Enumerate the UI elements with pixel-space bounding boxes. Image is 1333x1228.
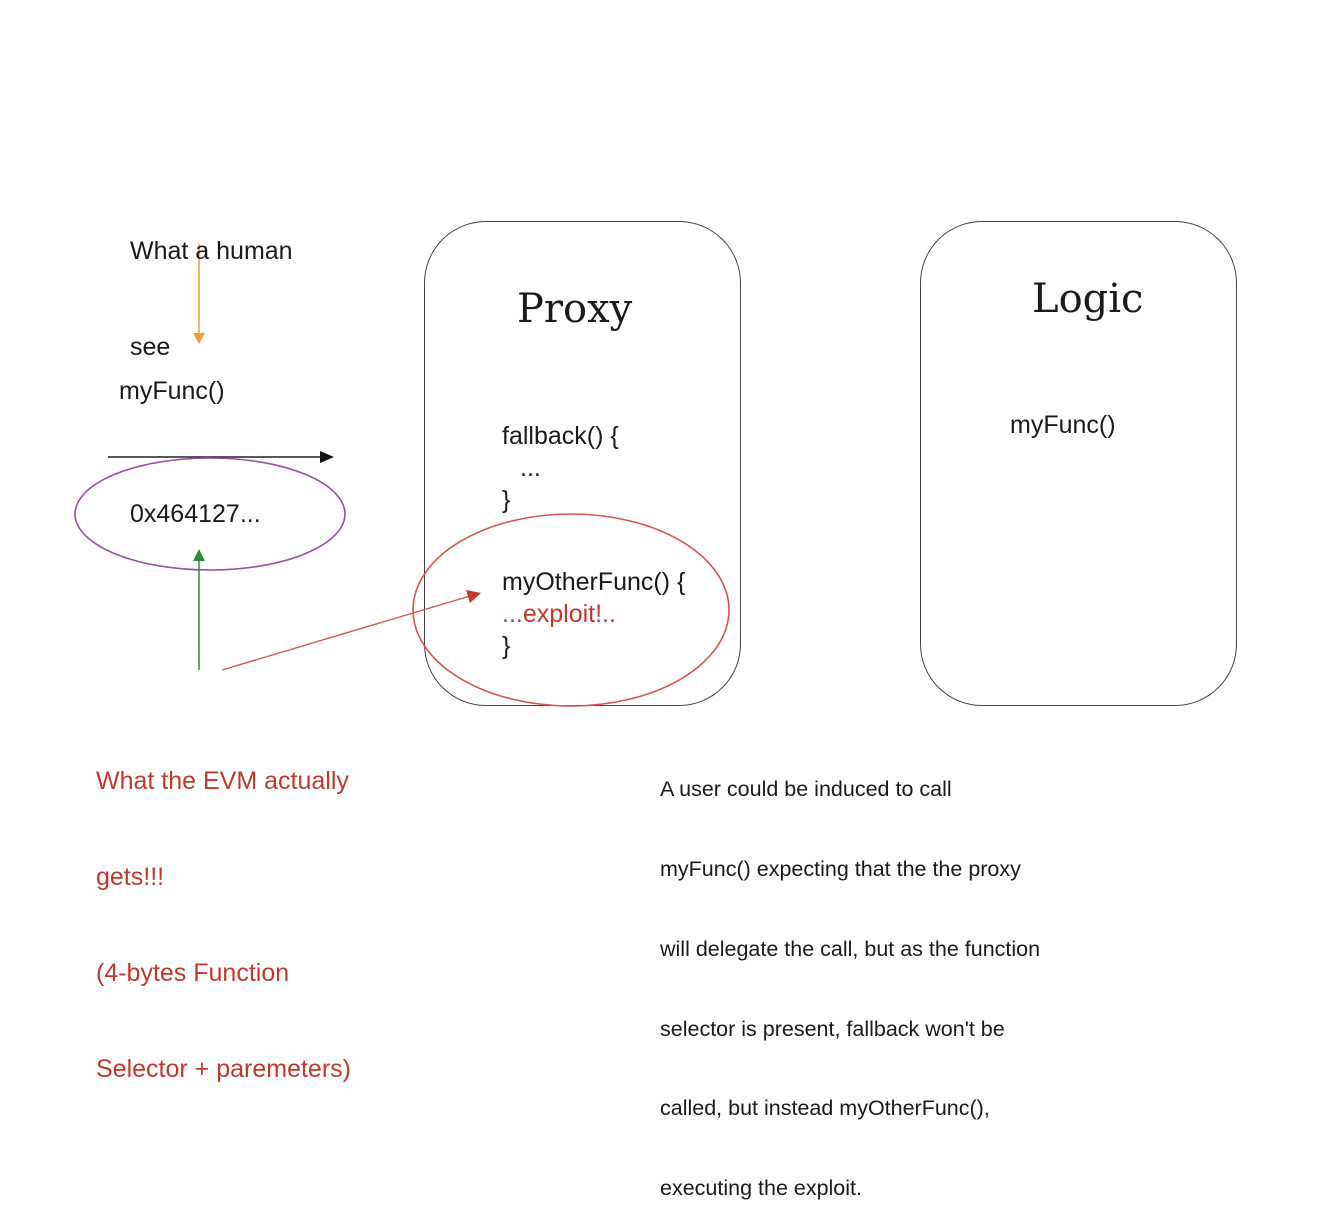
exploit-ellipse [412, 513, 730, 707]
note-line1: A user could be induced to call [660, 777, 952, 802]
selector-label: 0x464127... [130, 500, 261, 528]
logic-function: myFunc() [1010, 411, 1116, 439]
note-line4: selector is present, fallback won't be [660, 1016, 1005, 1041]
other-func-open: myOtherFunc() { [502, 568, 686, 596]
human-view-arrowhead [193, 333, 205, 344]
diagram-shapes [74, 244, 730, 707]
evm-label-line3: (4-bytes Function [96, 959, 290, 987]
exploit-arrow [221, 595, 471, 671]
fallback-close: } [502, 486, 511, 514]
note-line2: myFunc() expecting that the the proxy [660, 856, 1021, 881]
proxy-title: Proxy [517, 286, 633, 332]
other-func-close: } [502, 632, 511, 660]
note-line3: will delegate the call, but as the funct… [660, 936, 1041, 961]
function-call-label: myFunc() [119, 377, 225, 405]
human-label-line2: see [130, 333, 171, 361]
fallback-open: fallback() { [502, 422, 619, 450]
slide: { "left": { "human_label_line1": "What a… [74, 171, 1237, 1201]
logic-box [920, 221, 1237, 706]
evm-label-line2: gets!!! [96, 863, 165, 891]
exploit-arrowhead [466, 590, 481, 603]
other-func-body: ...exploit!.. [502, 600, 616, 628]
evm-arrowhead [193, 549, 205, 561]
explanation-note: A user could be induced to call myFunc()… [660, 723, 1040, 1228]
selector-ellipse [74, 457, 346, 571]
logic-title: Logic [1032, 276, 1144, 322]
note-line5: called, but instead myOtherFunc(), [660, 1096, 990, 1121]
evm-label-line1: What the EVM actually [96, 767, 349, 795]
note-line6: executing the exploit. [660, 1176, 862, 1201]
evm-label-line4: Selector + paremeters) [96, 1055, 351, 1083]
human-label: What a human see [130, 171, 293, 395]
call-arrowhead [320, 451, 334, 463]
human-label-line1: What a human [130, 237, 293, 265]
evm-label: What the EVM actually gets!!! (4-bytes F… [96, 701, 351, 1117]
fallback-body: ... [520, 454, 541, 482]
